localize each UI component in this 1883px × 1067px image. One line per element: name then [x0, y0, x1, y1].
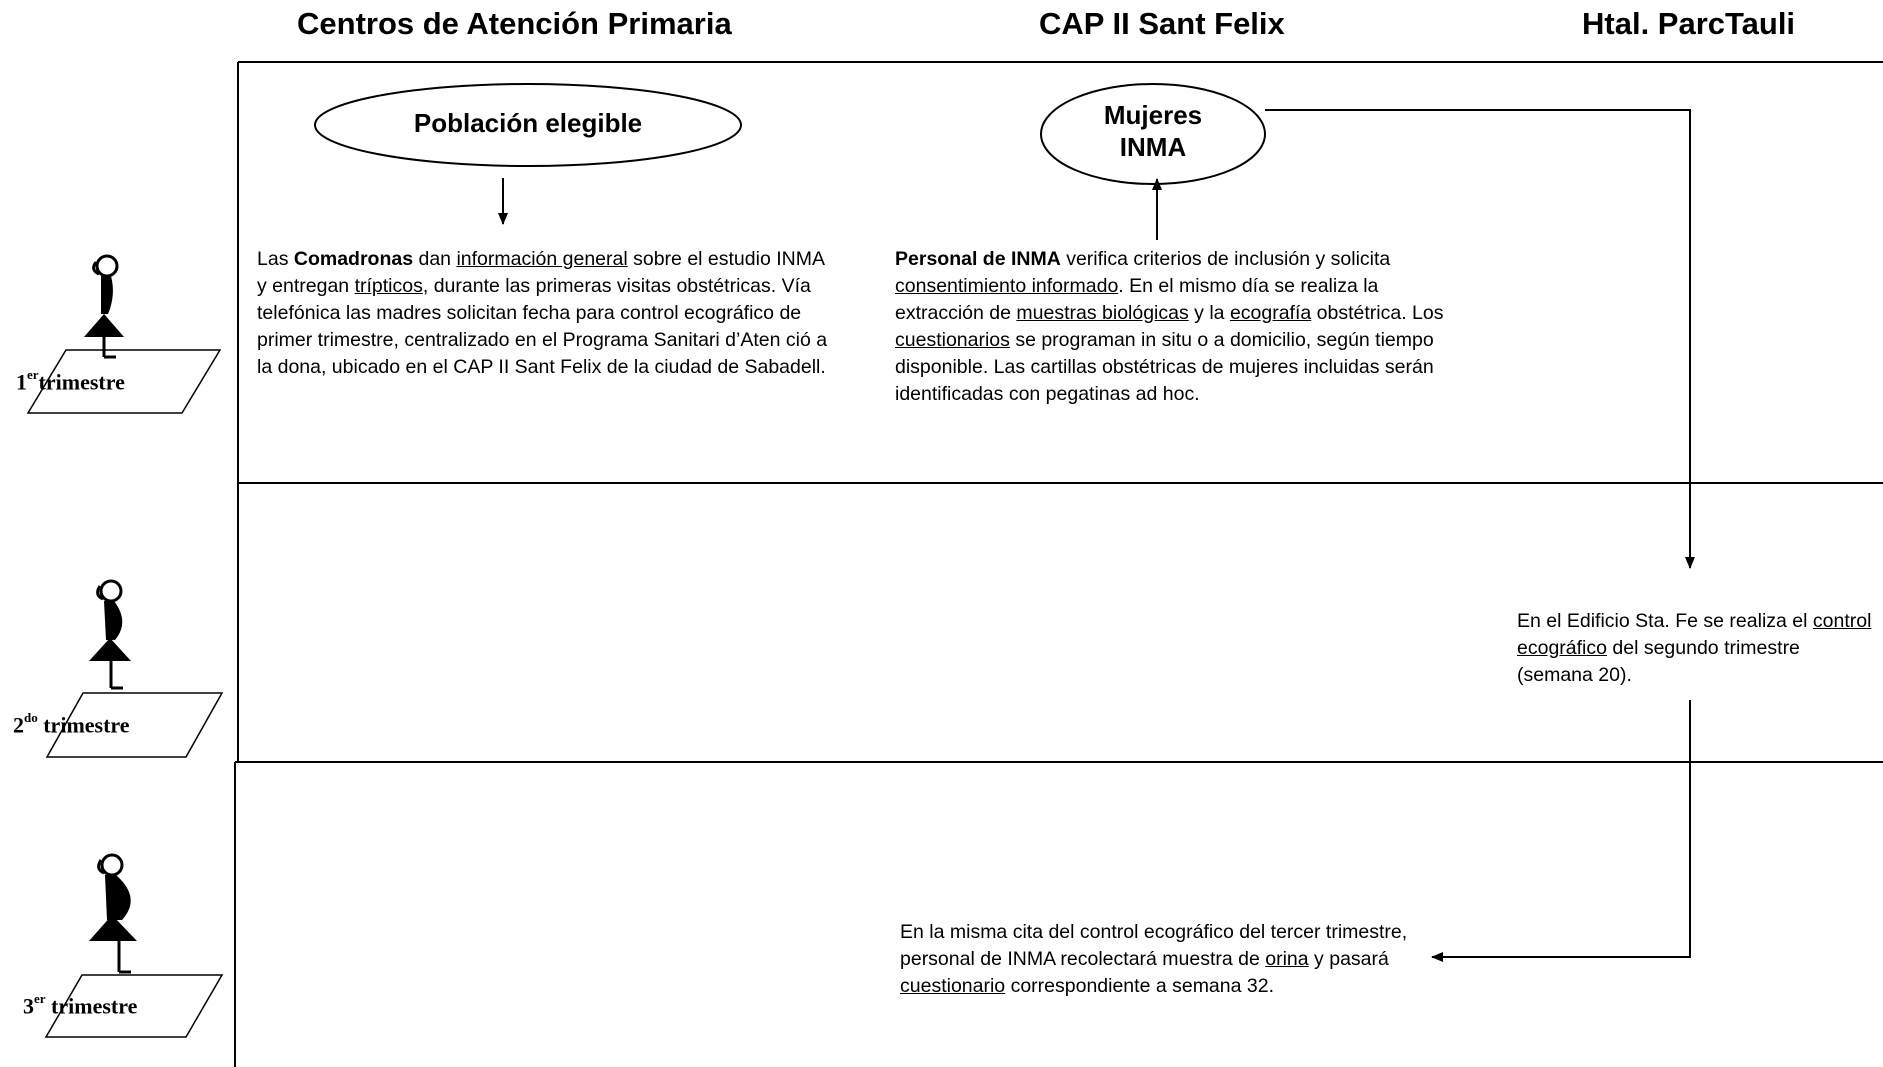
- personal-inma-text: Personal de INMA verifica criterios de i…: [895, 246, 1457, 408]
- text-run: correspondiente a semana 32.: [1005, 975, 1274, 997]
- trimester-ordinal: er: [34, 991, 46, 1006]
- trimester-word: trimestre: [38, 369, 125, 395]
- consentimiento-underline: consentimiento informado: [895, 275, 1119, 297]
- orina-underline: orina: [1265, 948, 1309, 970]
- column-header-cap: Centros de Atención Primaria: [297, 6, 732, 41]
- informacion-general-underline: información general: [456, 248, 628, 270]
- trimester-number: 2: [13, 712, 24, 738]
- text-run: En el Edificio Sta. Fe se realiza el: [1517, 610, 1813, 632]
- edificio-sta-fe-text: En el Edificio Sta. Fe se realiza el con…: [1517, 608, 1877, 689]
- comadronas-bold: Comadronas: [293, 248, 414, 270]
- pregnant-woman-icon-2: [89, 579, 131, 690]
- trimester-word: trimestre: [45, 993, 138, 1019]
- trimester-1-label: 1ertrimestre: [16, 367, 125, 395]
- trimester-ordinal: do: [24, 710, 38, 725]
- cuestionarios-underline: cuestionarios: [895, 329, 1010, 351]
- column-header-parctauli: Htal. ParcTauli: [1582, 6, 1796, 41]
- personal-inma-bold: Personal de INMA: [895, 248, 1061, 270]
- control-ecografico-underline: control ecográfico: [1517, 610, 1872, 659]
- mujeres-label-line2: INMA: [1119, 132, 1187, 162]
- text-run: obstétrica. Los: [1311, 302, 1444, 324]
- tercer-trimestre-text: En la misma cita del control ecográfico …: [900, 919, 1420, 1000]
- text-run: y pasará: [1308, 948, 1389, 970]
- pregnant-woman-icon-1: [84, 254, 124, 359]
- poblacion-ellipse: [314, 83, 742, 167]
- text-run: del segundo trimestre (semana 20).: [1517, 637, 1800, 686]
- trimester-3-box: [44, 974, 224, 1038]
- trimester-word: trimestre: [37, 712, 130, 738]
- arrow-mujeres-to-parctauli: [1265, 109, 1695, 569]
- ecografia-underline: ecografía: [1229, 302, 1312, 324]
- arrow-parctauli-to-tercer: [1431, 700, 1691, 962]
- column-header-sant-felix: CAP II Sant Felix: [1039, 6, 1285, 41]
- trimester-2-box: [45, 692, 224, 758]
- text-run: verifica criterios de inclusión y solici…: [1060, 248, 1391, 270]
- trimester-number: 3: [23, 993, 34, 1019]
- text-run: y la: [1188, 302, 1230, 324]
- trimester-number: 1: [16, 369, 27, 395]
- text-run: dan: [413, 248, 457, 270]
- text-run: sobre el estudio INMA y entregan: [257, 248, 824, 297]
- mujeres-label: Mujeres INMA: [1050, 99, 1256, 163]
- trimester-2-label: 2do trimestre: [13, 710, 130, 738]
- pregnant-woman-icon-3: [89, 853, 137, 974]
- text-run: En la misma cita del control ecográfico …: [900, 921, 1408, 970]
- trimester-3-label: 3er trimestre: [23, 991, 138, 1019]
- text-run: , durante las primeras visitas obstétric…: [257, 275, 828, 378]
- poblacion-label: Población elegible: [413, 108, 643, 138]
- mujeres-label-line1: Mujeres: [1103, 100, 1203, 130]
- cuestionario-underline: cuestionario: [900, 975, 1006, 997]
- text-run: Las: [257, 248, 294, 270]
- text-run: se programan in situ o a domicilio, segú…: [895, 329, 1434, 405]
- trimester-ordinal: er: [27, 367, 39, 382]
- trimester-1-box: [26, 349, 222, 414]
- text-run: . En el mismo día se realiza la extracci…: [895, 275, 1379, 324]
- tripticos-underline: trípticos: [354, 275, 423, 297]
- comadronas-text: Las Comadronas dan información general s…: [257, 246, 829, 381]
- muestras-underline: muestras biológicas: [1016, 302, 1189, 324]
